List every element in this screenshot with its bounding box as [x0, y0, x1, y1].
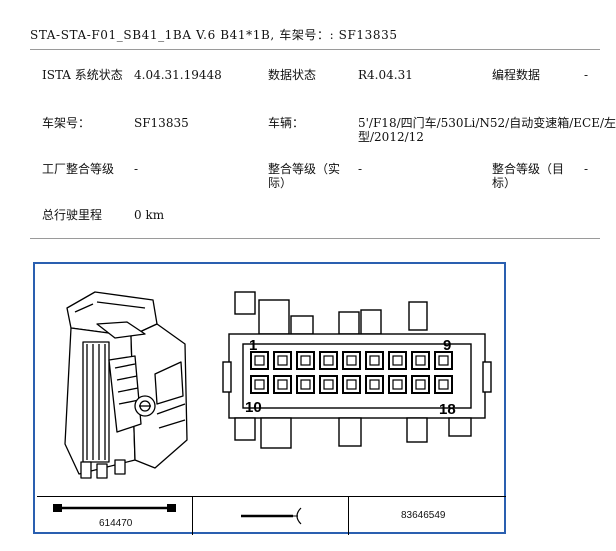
- pin-cavity-inner: [369, 355, 380, 366]
- pin-cavity-inner: [300, 355, 311, 366]
- pin-label-18: 18: [439, 401, 456, 418]
- document-title: STA-STA-F01_SB41_1BA V.6 B41*1B, 车架号：: S…: [30, 28, 398, 42]
- pin-cavity-inner: [369, 379, 380, 390]
- data-status-label: 数据状态: [268, 68, 317, 82]
- vin-label: 车架号：: [42, 116, 91, 130]
- pin-cavity-inner: [300, 379, 311, 390]
- vin-value: SF13835: [134, 116, 189, 130]
- pin-cavity-inner: [415, 355, 426, 366]
- pin-cavity-inner: [277, 379, 288, 390]
- wire-cell: [193, 497, 349, 535]
- vehicle-value: 5'/F18/四门车/530Li/N52/自动变速箱/ECE/左: [358, 116, 616, 130]
- vehicle-label: 车辆：: [268, 116, 305, 130]
- cable-part-number: 614470: [99, 518, 133, 529]
- pin-cavity-inner: [346, 379, 357, 390]
- factory-integration-value: -: [134, 162, 139, 176]
- data-status-value: R4.04.31: [358, 68, 413, 82]
- connector-drawing: 1 9 10 18: [64, 291, 492, 479]
- integration-actual-label: 整合等级（实际）: [268, 162, 341, 190]
- pin-label-10: 10: [245, 399, 262, 416]
- mileage-label: 总行驶里程: [42, 208, 103, 222]
- pin-cavity-inner: [254, 355, 265, 366]
- pin-cavity-inner: [392, 355, 403, 366]
- pin-label-1: 1: [249, 337, 257, 354]
- pin-grid: [250, 351, 453, 394]
- integration-target-label: 整合等级（目标）: [492, 162, 565, 190]
- connector-figure: 1 9 10 18 614470 83646549: [33, 262, 506, 535]
- mileage-value: 0 km: [134, 208, 165, 222]
- connector-housing-icon: [64, 291, 188, 479]
- factory-integration-label: 工厂整合等级: [42, 162, 115, 176]
- programming-data-value: -: [584, 68, 589, 82]
- vehicle-value-line2: 型/2012/12: [358, 130, 424, 144]
- cable-icon: [53, 504, 176, 512]
- ista-status-value: 4.04.31.19448: [134, 68, 222, 82]
- figure-footer: 614470 83646549: [37, 496, 506, 535]
- wire-end-icon: [241, 507, 302, 525]
- pin-cavity-inner: [323, 379, 334, 390]
- pin-cavity-inner: [438, 379, 449, 390]
- integration-target-value: -: [584, 162, 589, 176]
- programming-data-label: 编程数据: [492, 68, 541, 82]
- connector-part-number: 83646549: [401, 510, 446, 521]
- pin-cavity-inner: [438, 355, 449, 366]
- pin-cavity-inner: [392, 379, 403, 390]
- pin-cavity-inner: [346, 355, 357, 366]
- pin-cavity-inner: [277, 355, 288, 366]
- info-divider: [30, 238, 600, 239]
- pin-cavity-inner: [415, 379, 426, 390]
- pin-cavity-inner: [323, 355, 334, 366]
- title-divider: [30, 49, 600, 50]
- cable-part-cell: 614470: [37, 497, 193, 535]
- pin-cavity-inner: [254, 379, 265, 390]
- pin-label-9: 9: [443, 337, 451, 354]
- ista-status-label: ISTA 系统状态: [42, 68, 123, 82]
- integration-actual-value: -: [358, 162, 363, 176]
- connector-part-cell: 83646549: [349, 497, 506, 535]
